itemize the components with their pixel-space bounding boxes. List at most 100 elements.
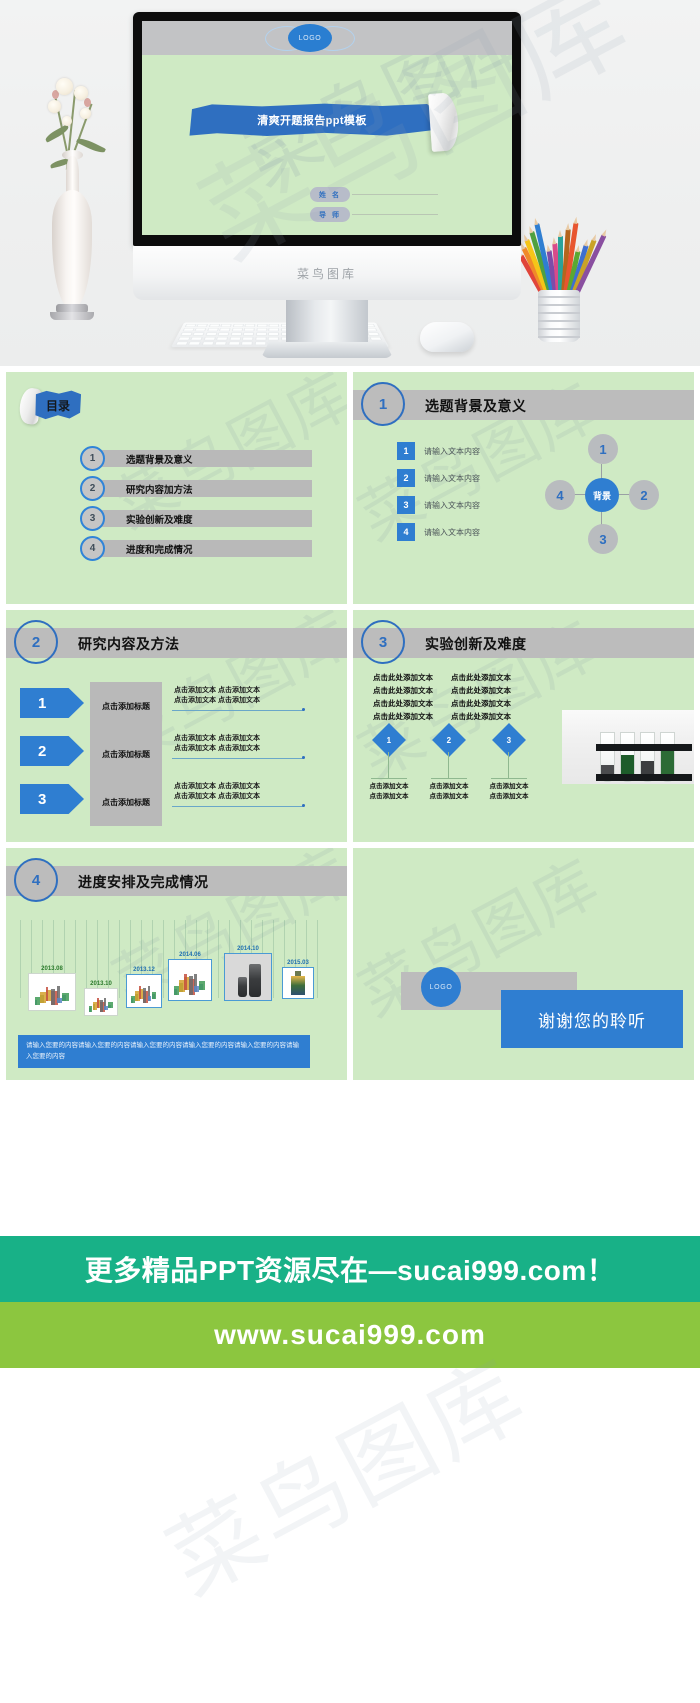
toc-number: 4 bbox=[80, 536, 105, 561]
logo-badge: LOGO bbox=[288, 24, 332, 52]
catalog-badge-label: 目录 bbox=[45, 398, 70, 413]
thanks-message: 谢谢您的聆听 bbox=[501, 990, 683, 1048]
slide-research[interactable]: 菜鸟图库 2 研究内容及方法 1 点击添加标题 点击添加文本 点击添加文本 点击… bbox=[6, 610, 347, 842]
timeline-milestone[interactable]: 2013.10 bbox=[84, 981, 118, 1016]
pencil-cup bbox=[518, 214, 607, 344]
promo-banner-bottom[interactable]: www.sucai999.com bbox=[0, 1302, 700, 1368]
diamond-label: 点击添加文本 点击添加文本 bbox=[369, 783, 409, 800]
milestone-date: 2013.12 bbox=[133, 967, 155, 973]
row-number: 1 bbox=[20, 688, 84, 718]
section-header-band bbox=[353, 628, 694, 658]
promo-banner-top[interactable]: 更多精品PPT资源尽在—sucai999.com！ bbox=[0, 1236, 700, 1302]
table-row[interactable]: 3 点击添加标题 点击添加文本 点击添加文本 点击添加文本 点击添加文本 bbox=[14, 778, 347, 826]
milestone-thumb bbox=[84, 988, 118, 1016]
row-rule bbox=[172, 806, 304, 807]
hub-node-top[interactable]: 1 bbox=[588, 434, 618, 464]
hub-node-center[interactable]: 背景 bbox=[585, 478, 619, 512]
hub-node-right[interactable]: 2 bbox=[629, 480, 659, 510]
list-item[interactable]: 4 请输入文本内容 bbox=[397, 523, 480, 541]
list-item[interactable]: 研究内容加方法 2 bbox=[68, 476, 314, 506]
page-title: 选题背景及意义 bbox=[425, 398, 527, 414]
catalog-badge: 目录 bbox=[17, 386, 84, 426]
row-rule bbox=[172, 710, 304, 711]
title-brush-banner: 清爽开题报告ppt模板 bbox=[189, 103, 437, 136]
diamond-marker[interactable]: 2 bbox=[432, 723, 466, 757]
footer-spacer bbox=[0, 1086, 700, 1236]
section-header-band bbox=[6, 628, 347, 658]
page-tail: 菜鸟图库 bbox=[0, 1339, 700, 1616]
spoke-left bbox=[573, 494, 587, 495]
slide-background[interactable]: 菜鸟图库 1 选题背景及意义 1 请输入文本内容 2 请输入文本内容 3 请输入… bbox=[353, 372, 694, 604]
timeline-milestone[interactable]: 2013.08 bbox=[28, 966, 76, 1011]
row-heading: 点击添加标题 bbox=[90, 778, 162, 826]
row-heading: 点击添加标题 bbox=[90, 682, 162, 730]
toc-label: 进度和完成情况 bbox=[96, 540, 312, 557]
row-heading: 点击添加标题 bbox=[90, 730, 162, 778]
list-item[interactable]: 实验创新及难度 3 bbox=[68, 506, 314, 536]
monitor-brand-text: 菜鸟图库 bbox=[296, 266, 357, 281]
hub-node-left[interactable]: 4 bbox=[545, 480, 575, 510]
test-tube-rack bbox=[596, 730, 692, 784]
tutor-field-row: 导 师 bbox=[310, 207, 438, 222]
cup-rings bbox=[538, 290, 580, 342]
milestone-thumb bbox=[28, 973, 76, 1011]
spoke-top bbox=[601, 464, 602, 480]
bullet-list: 1 请输入文本内容 2 请输入文本内容 3 请输入文本内容 4 请输入文本内容 bbox=[397, 442, 480, 550]
row-body: 点击添加文本 点击添加文本 点击添加文本 点击添加文本 bbox=[174, 687, 260, 705]
milestone-date: 2015.03 bbox=[287, 960, 309, 966]
slide-progress[interactable]: 菜鸟图库 4 进度安排及完成情况 2013.08 2013.10 2013.12… bbox=[6, 848, 347, 1080]
list-item[interactable]: 进度和完成情况 4 bbox=[68, 536, 314, 566]
slide-thumbnail-grid: 菜鸟图库 目录 选题背景及意义 1 研究内容加方法 2 实验创新及难度 3 bbox=[0, 366, 700, 1086]
slide-thanks[interactable]: 菜鸟图库 LOGO 谢谢您的聆听 bbox=[353, 848, 694, 1080]
progress-footer-note: 请输入您要的内容请输入您要的内容请输入您要的内容请输入您要的内容请输入您要的内容… bbox=[18, 1035, 310, 1068]
bullet-text: 请输入文本内容 bbox=[424, 446, 480, 456]
toc-number: 3 bbox=[80, 506, 105, 531]
diamond-marker[interactable]: 3 bbox=[492, 723, 526, 757]
list-item[interactable]: 2 请输入文本内容 bbox=[397, 469, 480, 487]
page-root: 菜鸟图库 菜鸟图库 LOGO bbox=[0, 0, 700, 1614]
section-number-badge: 3 bbox=[361, 620, 405, 664]
bullet-number: 3 bbox=[397, 496, 415, 514]
bullet-text: 请输入文本内容 bbox=[424, 500, 480, 510]
milestone-thumb bbox=[282, 967, 314, 999]
timeline-milestone[interactable]: 2013.12 bbox=[126, 967, 162, 1008]
list-item[interactable]: 3 请输入文本内容 bbox=[397, 496, 480, 514]
section-number-badge: 1 bbox=[361, 382, 405, 426]
bullet-number: 4 bbox=[397, 523, 415, 541]
page-title: 进度安排及完成情况 bbox=[78, 874, 209, 890]
tutor-rule bbox=[352, 214, 438, 215]
page-title: 实验创新及难度 bbox=[425, 636, 527, 652]
toc-label: 研究内容加方法 bbox=[96, 480, 312, 497]
name-rule bbox=[352, 194, 438, 195]
table-row[interactable]: 2 点击添加标题 点击添加文本 点击添加文本 点击添加文本 点击添加文本 bbox=[14, 730, 347, 778]
hub-node-bottom[interactable]: 3 bbox=[588, 524, 618, 554]
diamond-label: 点击添加文本 点击添加文本 bbox=[489, 783, 529, 800]
list-item[interactable]: 选题背景及意义 1 bbox=[68, 446, 314, 476]
list-item[interactable]: 1 请输入文本内容 bbox=[397, 442, 480, 460]
table-of-contents: 选题背景及意义 1 研究内容加方法 2 实验创新及难度 3 进度和完成情况 4 bbox=[68, 446, 314, 566]
timeline-milestone[interactable]: 2015.03 bbox=[282, 960, 314, 999]
slide-experiment[interactable]: 菜鸟图库 3 实验创新及难度 点击此处添加文本点击此处添加文本 点击此处添加文本… bbox=[353, 610, 694, 842]
section-header-band bbox=[6, 866, 347, 896]
diamond-marker[interactable]: 1 bbox=[372, 723, 406, 757]
bullet-text: 请输入文本内容 bbox=[424, 527, 480, 537]
toc-number: 2 bbox=[80, 476, 105, 501]
row-dot bbox=[302, 804, 305, 807]
milestone-thumb bbox=[168, 959, 212, 1001]
name-label: 姓 名 bbox=[310, 187, 350, 202]
monitor-chin: 菜鸟图库 bbox=[133, 246, 521, 300]
toc-label: 选题背景及意义 bbox=[96, 450, 312, 467]
flower-vase-decoration bbox=[22, 72, 118, 334]
milestone-thumb bbox=[224, 953, 272, 1001]
table-row[interactable]: 1 点击添加标题 点击添加文本 点击添加文本 点击添加文本 点击添加文本 bbox=[14, 682, 347, 730]
spoke-bottom bbox=[601, 510, 602, 526]
slide-catalog[interactable]: 菜鸟图库 目录 选题背景及意义 1 研究内容加方法 2 实验创新及难度 3 bbox=[6, 372, 347, 604]
diamond-label: 点击添加文本 点击添加文本 bbox=[429, 783, 469, 800]
tutor-label: 导 师 bbox=[310, 207, 350, 222]
timeline-milestone[interactable]: 2014.06 bbox=[168, 952, 212, 1001]
row-body: 点击添加文本 点击添加文本 点击添加文本 点击添加文本 bbox=[174, 783, 260, 801]
catalog-brush: 目录 bbox=[35, 390, 82, 420]
row-rule bbox=[172, 758, 304, 759]
timeline-milestone[interactable]: 2014.10 bbox=[224, 946, 272, 1001]
bullet-number: 1 bbox=[397, 442, 415, 460]
